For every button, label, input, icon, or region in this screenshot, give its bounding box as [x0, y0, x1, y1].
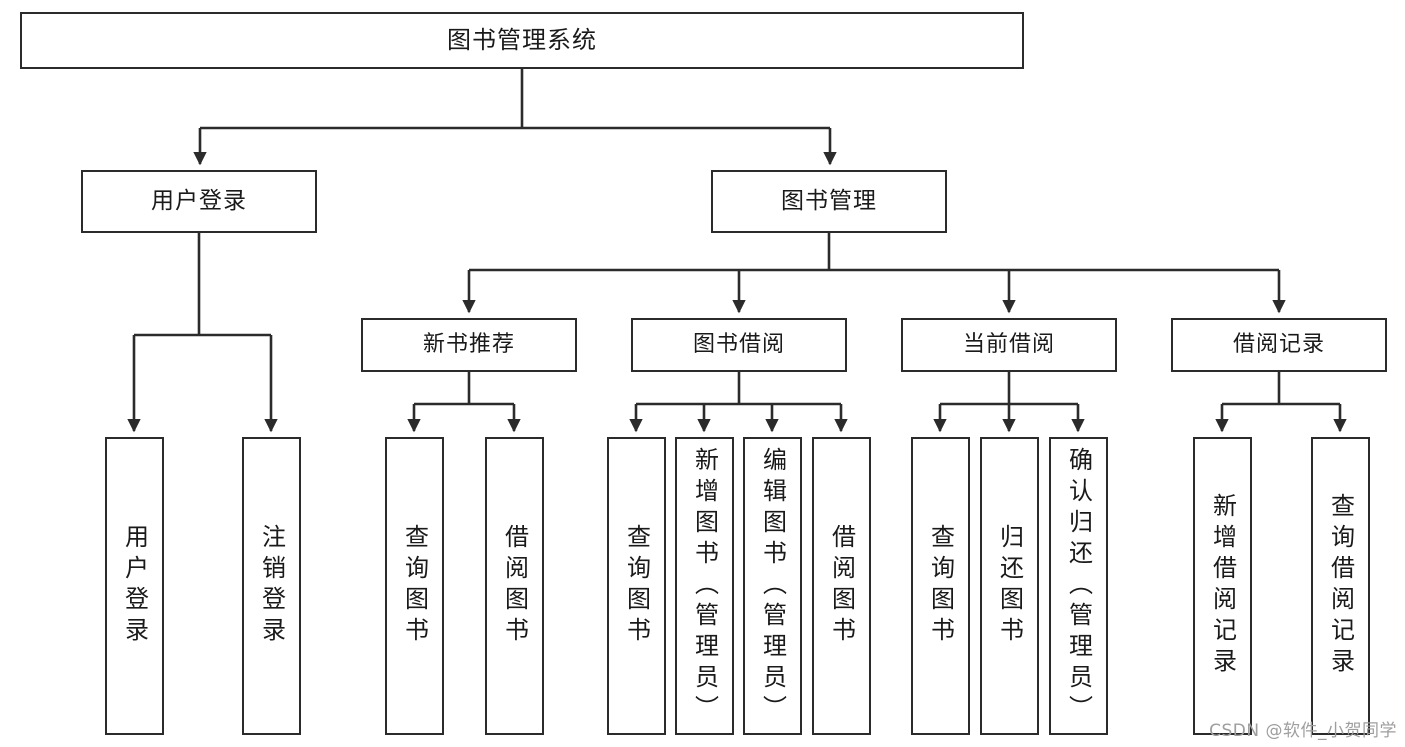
node-book-borrow[interactable]: 图书借阅	[631, 318, 847, 372]
leaf-query-book-3[interactable]: 查询图书	[911, 437, 970, 735]
leaf-add-book[interactable]: 新增图书（管理员）	[675, 437, 734, 735]
node-label: 查询图书	[400, 524, 429, 648]
node-current-borrow[interactable]: 当前借阅	[901, 318, 1117, 372]
node-label: 借阅记录	[1232, 332, 1325, 358]
node-label: 用户登录	[120, 524, 149, 648]
node-label: 确认归还（管理员）	[1064, 446, 1093, 726]
node-new-book-recommend[interactable]: 新书推荐	[361, 318, 577, 372]
leaf-return-book[interactable]: 归还图书	[980, 437, 1039, 735]
node-user-login[interactable]: 用户登录	[81, 170, 317, 233]
node-label: 查询图书	[622, 524, 651, 648]
leaf-edit-book[interactable]: 编辑图书（管理员）	[743, 437, 802, 735]
watermark-text: CSDN @软件_小贺同学	[1209, 721, 1397, 741]
leaf-borrow-book-2[interactable]: 借阅图书	[812, 437, 871, 735]
node-label: 图书借阅	[692, 332, 785, 358]
leaf-user-login[interactable]: 用户登录	[105, 437, 164, 735]
leaf-add-borrow-record[interactable]: 新增借阅记录	[1193, 437, 1252, 735]
node-label: 查询借阅记录	[1326, 493, 1355, 679]
node-label: 归还图书	[995, 524, 1024, 648]
leaf-query-book-2[interactable]: 查询图书	[607, 437, 666, 735]
leaf-logout[interactable]: 注销登录	[242, 437, 301, 735]
node-label: 新书推荐	[422, 332, 515, 358]
node-book-manage[interactable]: 图书管理	[711, 170, 947, 233]
leaf-query-book-1[interactable]: 查询图书	[385, 437, 444, 735]
node-label: 借阅图书	[827, 524, 856, 648]
node-label: 当前借阅	[962, 332, 1055, 358]
node-label: 查询图书	[926, 524, 955, 648]
node-label: 新增图书（管理员）	[690, 446, 719, 726]
leaf-borrow-book-1[interactable]: 借阅图书	[485, 437, 544, 735]
node-label: 注销登录	[257, 524, 286, 648]
node-root-system[interactable]: 图书管理系统	[20, 12, 1024, 69]
node-label: 编辑图书（管理员）	[758, 446, 787, 726]
leaf-query-borrow-record[interactable]: 查询借阅记录	[1311, 437, 1370, 735]
leaf-confirm-return[interactable]: 确认归还（管理员）	[1049, 437, 1108, 735]
node-label: 借阅图书	[500, 524, 529, 648]
node-label: 新增借阅记录	[1208, 493, 1237, 679]
node-label: 图书管理	[781, 188, 877, 215]
node-label: 图书管理系统	[447, 25, 597, 54]
node-borrow-record[interactable]: 借阅记录	[1171, 318, 1387, 372]
node-label: 用户登录	[151, 188, 247, 215]
